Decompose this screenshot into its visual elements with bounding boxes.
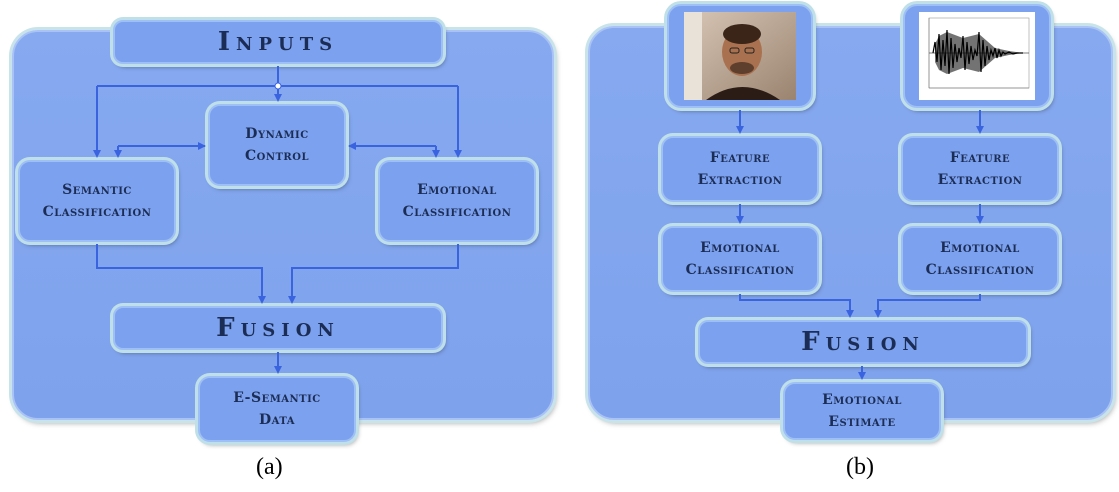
face-image: [684, 12, 796, 100]
semantic-classification-box: Semantic Classification: [18, 160, 176, 242]
inputs-box: Inputs: [113, 20, 443, 64]
arrow-semantic-to-fusion: [96, 244, 266, 304]
audio-waveform-icon: [928, 17, 1030, 89]
feature-extraction-right-box: Feature Extraction: [901, 136, 1059, 202]
dynamic-control-box: Dynamic Control: [208, 104, 346, 186]
arrow-ec-left-to-fusion: [739, 294, 854, 318]
emotional-estimate-box: Emotional Estimate: [783, 382, 941, 440]
junction-dot: [274, 82, 282, 90]
waveform-image: [919, 12, 1035, 100]
feature-extraction-left-box: Feature Extraction: [661, 136, 819, 202]
fusion-box-a: Fusion: [113, 306, 443, 350]
caption-b: (b): [846, 454, 874, 480]
emotional-classification-left-box: Emotional Classification: [661, 226, 819, 292]
fusion-box-b: Fusion: [698, 320, 1028, 364]
face-photo-icon: [684, 12, 796, 100]
emotional-classification-right-box: Emotional Classification: [901, 226, 1059, 292]
caption-a: (a): [256, 454, 283, 480]
arrow-ec-right-to-fusion: [874, 294, 981, 318]
e-semantic-data-box: E-Semantic Data: [198, 376, 356, 442]
emotional-classification-box-a: Emotional Classification: [378, 160, 536, 242]
arrow-emotional-to-fusion: [288, 244, 459, 304]
